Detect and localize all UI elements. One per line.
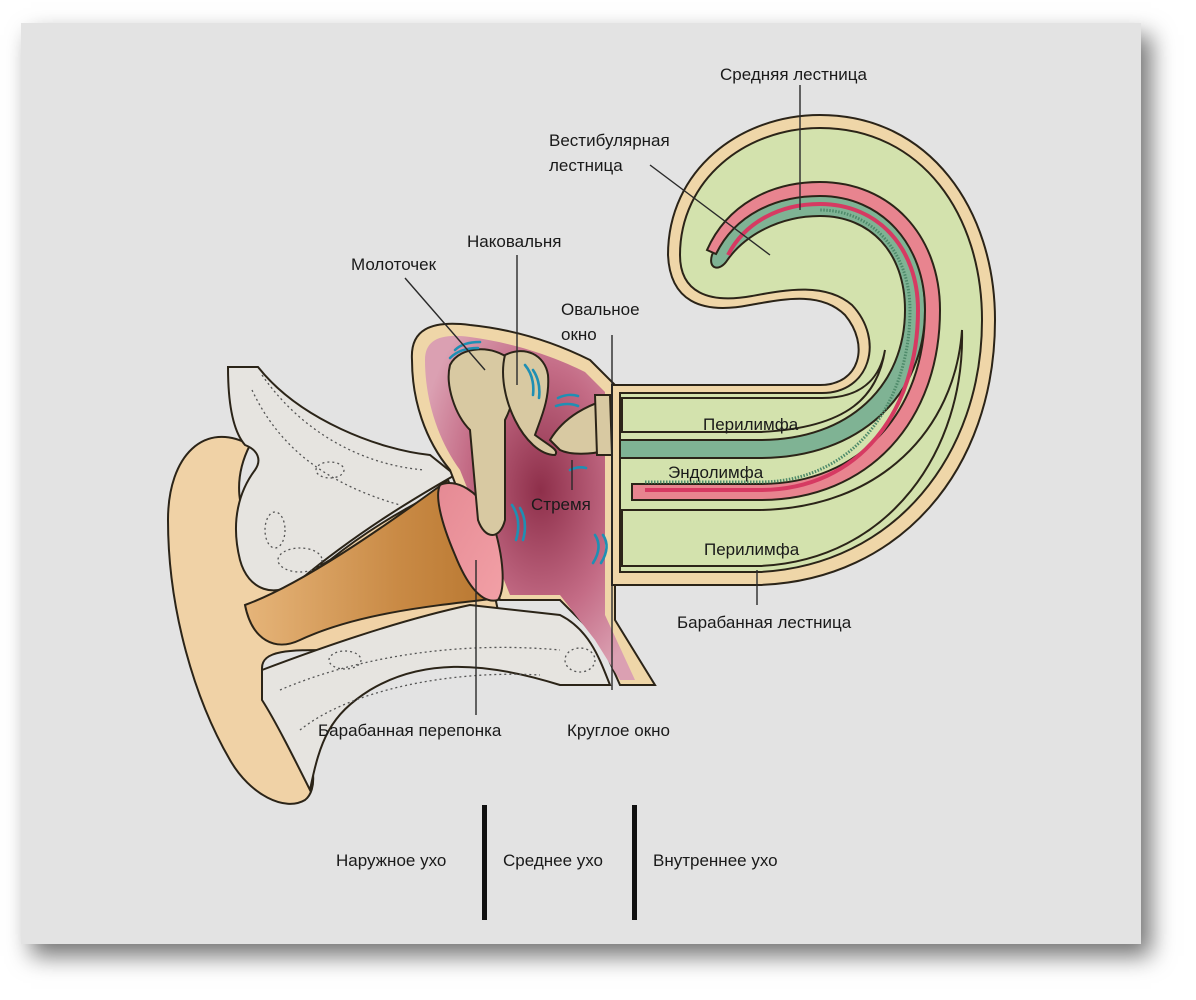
- section-inner-ear: Внутреннее ухо: [653, 851, 778, 870]
- labels: Средняя лестница Вестибулярная лестница …: [318, 65, 868, 740]
- divider-outer-middle: [482, 805, 487, 920]
- label-scala-vestibuli-1: Вестибулярная: [549, 131, 670, 150]
- temporal-bone-upper: [226, 366, 457, 592]
- cochlea: [611, 113, 997, 586]
- label-scala-media: Средняя лестница: [720, 65, 868, 84]
- malleus-shape: [447, 348, 517, 536]
- scala-vestibuli-upper: [621, 349, 886, 433]
- label-scala-tympani: Барабанная лестница: [677, 613, 852, 632]
- label-perilymph-lower: Перилимфа: [704, 540, 800, 559]
- temporal-bone-lower: [261, 603, 612, 794]
- label-incus: Наковальня: [467, 232, 561, 251]
- label-round-window: Круглое окно: [567, 721, 670, 740]
- leader-lines: [404, 85, 801, 715]
- label-tympanic-membrane: Барабанная перепонка: [318, 721, 502, 740]
- label-oval-window-2: окно: [561, 325, 597, 344]
- ear-canal: [243, 478, 502, 646]
- label-malleus: Молоточек: [351, 255, 437, 274]
- divider-middle-inner: [632, 805, 637, 920]
- label-scala-vestibuli-2: лестница: [549, 156, 623, 175]
- middle-ear: [410, 322, 657, 686]
- section-legend: Наружное ухо Среднее ухо Внутреннее ухо: [336, 805, 778, 920]
- basilar-membrane-pink: [631, 180, 942, 501]
- outer-ear: [166, 366, 612, 805]
- label-stapes: Стремя: [531, 495, 591, 514]
- label-perilymph-upper: Перилимфа: [703, 415, 799, 434]
- section-outer-ear: Наружное ухо: [336, 851, 446, 870]
- scala-tympani: [621, 329, 964, 567]
- label-oval-window-1: Овальное: [561, 300, 640, 319]
- label-endolymph: Эндолимфа: [668, 463, 764, 482]
- reissner-membrane-red: [645, 201, 921, 492]
- section-middle-ear: Среднее ухо: [503, 851, 603, 870]
